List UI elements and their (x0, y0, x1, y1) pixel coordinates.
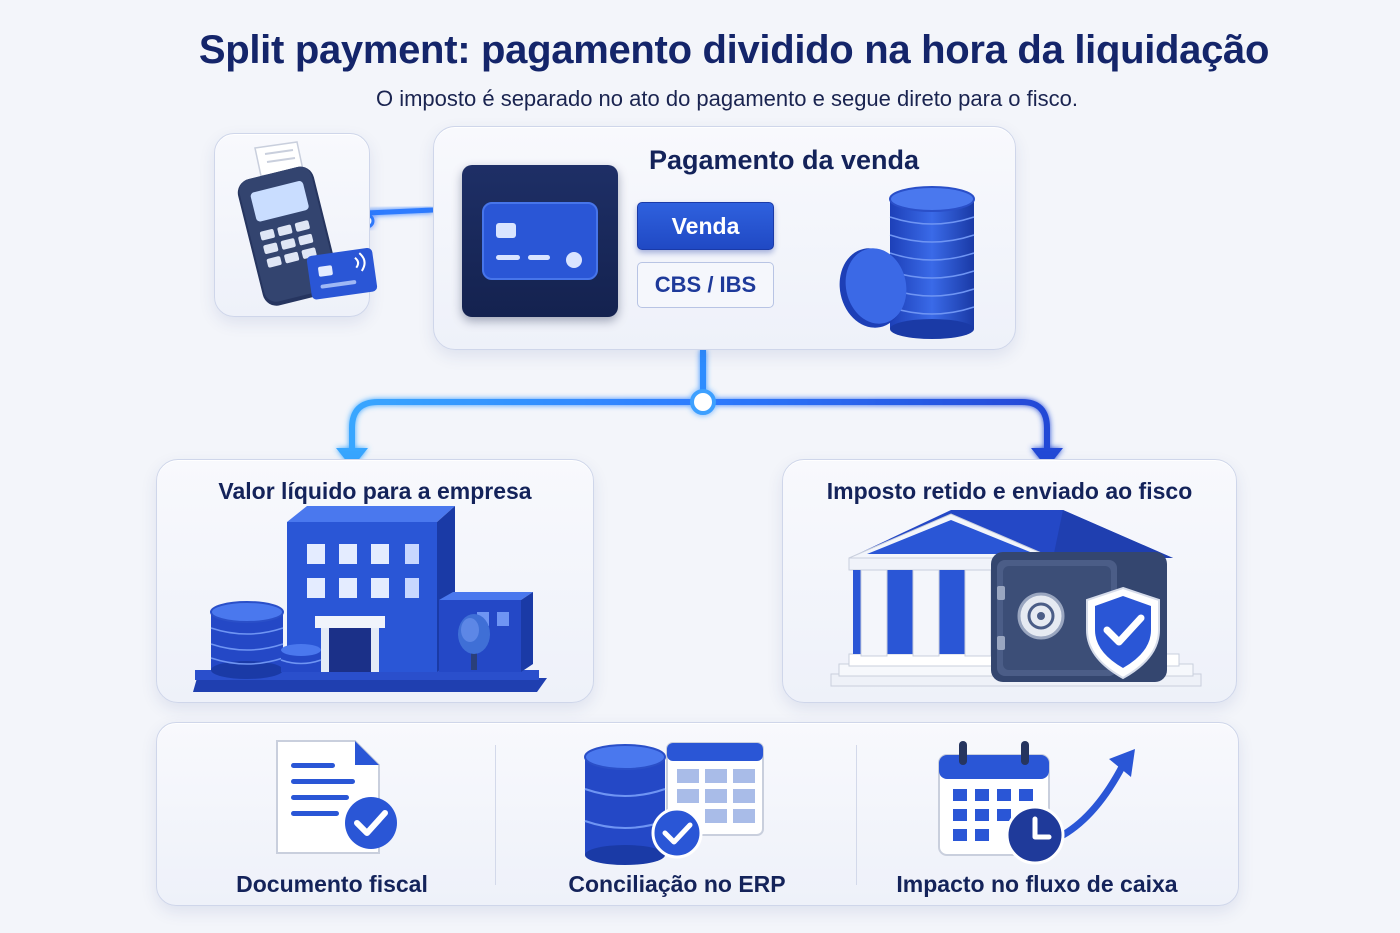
pos-connector (359, 207, 434, 229)
split-connector (336, 350, 1063, 468)
feature-label-erp-reconciliation: Conciliação no ERP (568, 871, 786, 897)
feature-divider (495, 745, 496, 885)
government-bank-icon (830, 510, 1202, 687)
page-title: Split payment: pagamento dividido na hor… (198, 28, 1270, 72)
credit-card-tile (462, 165, 618, 317)
fiscal-document-check-icon (276, 740, 397, 854)
feature-label-cash-flow-impact: Impacto no fluxo de caixa (896, 871, 1178, 897)
office-building-icon (193, 506, 547, 692)
calendar-clock-trend-icon (938, 741, 1135, 865)
sale-payment-title: Pagamento da venda (648, 145, 920, 175)
coin-stack-icon (839, 186, 975, 339)
sale-amount-chip: Venda (637, 202, 774, 250)
tax-withheld-title: Imposto retido e enviado ao fisco (826, 478, 1193, 504)
pos-terminal-icon (237, 141, 378, 306)
page-subtitle: O imposto é separado no ato do pagamento… (375, 86, 1078, 111)
credit-card-icon (482, 202, 598, 280)
database-table-check-icon (584, 742, 764, 865)
feature-divider (856, 745, 857, 885)
pos-terminal-card (214, 133, 378, 317)
tax-withheld-card: Imposto retido e enviado ao fisco (782, 459, 1237, 703)
features-card: Documento fiscal Conciliação no ERP (156, 722, 1239, 906)
tax-amount-chip: CBS / IBS (637, 262, 774, 308)
feature-label-fiscal-document: Documento fiscal (236, 871, 428, 897)
net-value-title: Valor líquido para a empresa (218, 478, 532, 504)
sale-payment-card: Pagamento da venda Venda CBS / IBS (433, 126, 1016, 350)
net-value-card: Valor líquido para a empresa (156, 459, 594, 703)
